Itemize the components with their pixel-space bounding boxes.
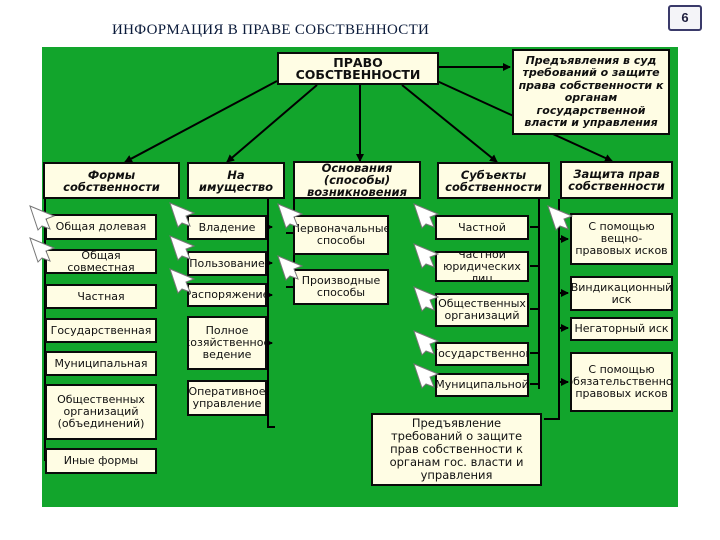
category-grounds: Основания (способы) возникновения: [293, 161, 421, 199]
pointer-arrow-icon: [169, 268, 196, 294]
protection-item: Виндикационный иск: [570, 276, 673, 311]
diagram-canvas: ПРАВО СОБСТВЕННОСТИ Предъявления в суд т…: [29, 47, 678, 507]
forms-item: Государственная: [45, 318, 157, 343]
category-subjects: Субъекты собственности: [437, 162, 550, 199]
pointer-arrow-icon: [413, 330, 440, 356]
pointer-arrow-icon: [169, 202, 196, 228]
pointer-arrow-icon: [29, 237, 56, 263]
subjects-item: Частной юридических лиц: [435, 251, 529, 282]
root-note-box: Предъявления в суд требований о защите п…: [512, 49, 670, 135]
property-item: Полное хозяйственное ведение: [187, 316, 267, 370]
category-property: На имущество: [187, 162, 285, 199]
forms-item: Муниципальная: [45, 351, 157, 376]
category-forms: Формы собственности: [43, 162, 180, 199]
subjects-item: Государственной: [435, 342, 529, 366]
page-number-badge: 6: [668, 5, 702, 31]
forms-item: Общая долевая: [45, 214, 157, 240]
pointer-arrow-icon: [413, 286, 440, 312]
pointer-arrow-icon: [413, 243, 440, 269]
protection-item: С помощью вещно-правовых исков: [570, 213, 673, 265]
property-item: Оперативное управление: [187, 380, 267, 416]
forms-item: Общая совместная: [45, 249, 157, 274]
grounds-item: Производные способы: [293, 269, 389, 305]
grounds-item: Первоначальные способы: [293, 215, 389, 255]
protection-item: С помощью обязательственно-правовых иско…: [570, 352, 673, 412]
pointer-arrow-icon: [277, 255, 304, 281]
subjects-item: Муниципальной: [435, 373, 529, 397]
pointer-arrow-icon: [169, 235, 196, 261]
category-protection: Защита прав собственности: [560, 161, 673, 199]
pointer-arrow-icon: [413, 363, 440, 389]
subjects-item: Частной: [435, 215, 529, 240]
page-title: ИНФОРМАЦИЯ В ПРАВЕ СОБСТВЕННОСТИ: [112, 22, 430, 38]
forms-item: Частная: [45, 284, 157, 309]
pointer-arrow-icon: [413, 203, 440, 229]
root-box: ПРАВО СОБСТВЕННОСТИ: [277, 52, 439, 85]
pointer-arrow-icon: [29, 205, 56, 231]
protection-item: Негаторный иск: [570, 317, 673, 341]
property-item: Пользование: [187, 251, 267, 276]
property-item: Распоряжение: [187, 283, 267, 307]
forms-item: Общественных организаций (объединений): [45, 384, 157, 440]
pointer-arrow-icon: [277, 203, 304, 229]
subjects-item: Общественных организаций: [435, 293, 529, 327]
bottom-note-box: Предъявление требований о защите прав со…: [371, 413, 542, 486]
property-item: Владение: [187, 215, 267, 240]
pointer-arrow-icon: [547, 205, 574, 231]
forms-item: Иные формы: [45, 448, 157, 474]
